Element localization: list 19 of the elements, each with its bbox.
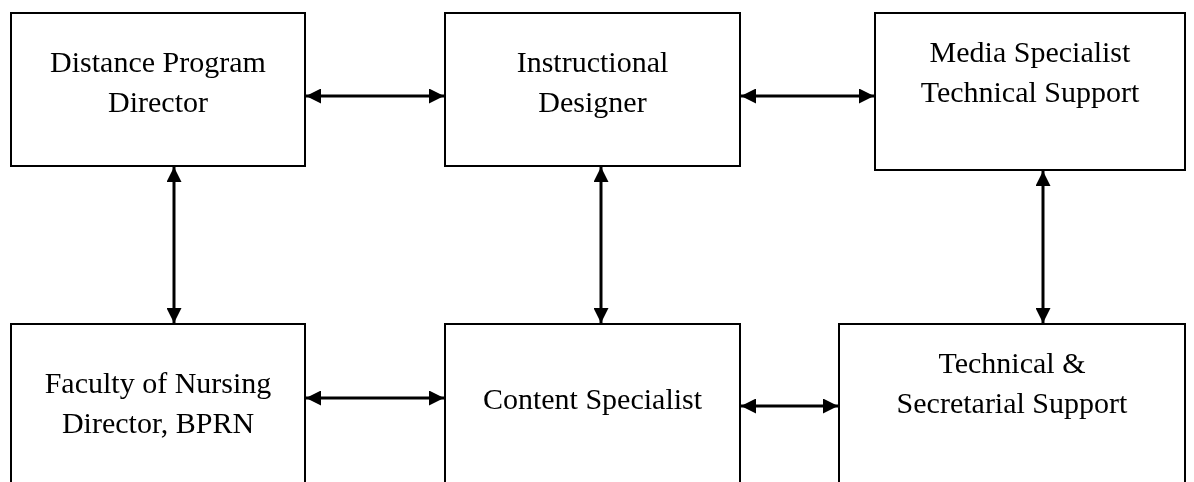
role-box xyxy=(10,323,306,482)
role-box xyxy=(444,323,741,482)
role-box xyxy=(838,323,1186,482)
double-arrow xyxy=(741,398,838,414)
role-box xyxy=(444,12,741,167)
role-label: Technical & Secretarial Support xyxy=(895,345,1129,421)
double-arrow xyxy=(306,390,444,406)
role-label: Faculty of Nursing Director, BPRN xyxy=(43,365,273,441)
role-label: Distance Program Director xyxy=(49,44,267,120)
role-box xyxy=(10,12,306,167)
double-arrow xyxy=(306,88,444,104)
double-arrow xyxy=(1035,171,1051,323)
double-arrow xyxy=(593,167,609,323)
role-label: Instructional Designer xyxy=(515,44,670,120)
role-box xyxy=(874,12,1186,171)
role-label: Media Specialist Technical Support xyxy=(919,34,1141,110)
double-arrow xyxy=(741,88,874,104)
double-arrow xyxy=(166,167,182,323)
role-label: Content Specialist xyxy=(481,381,704,417)
